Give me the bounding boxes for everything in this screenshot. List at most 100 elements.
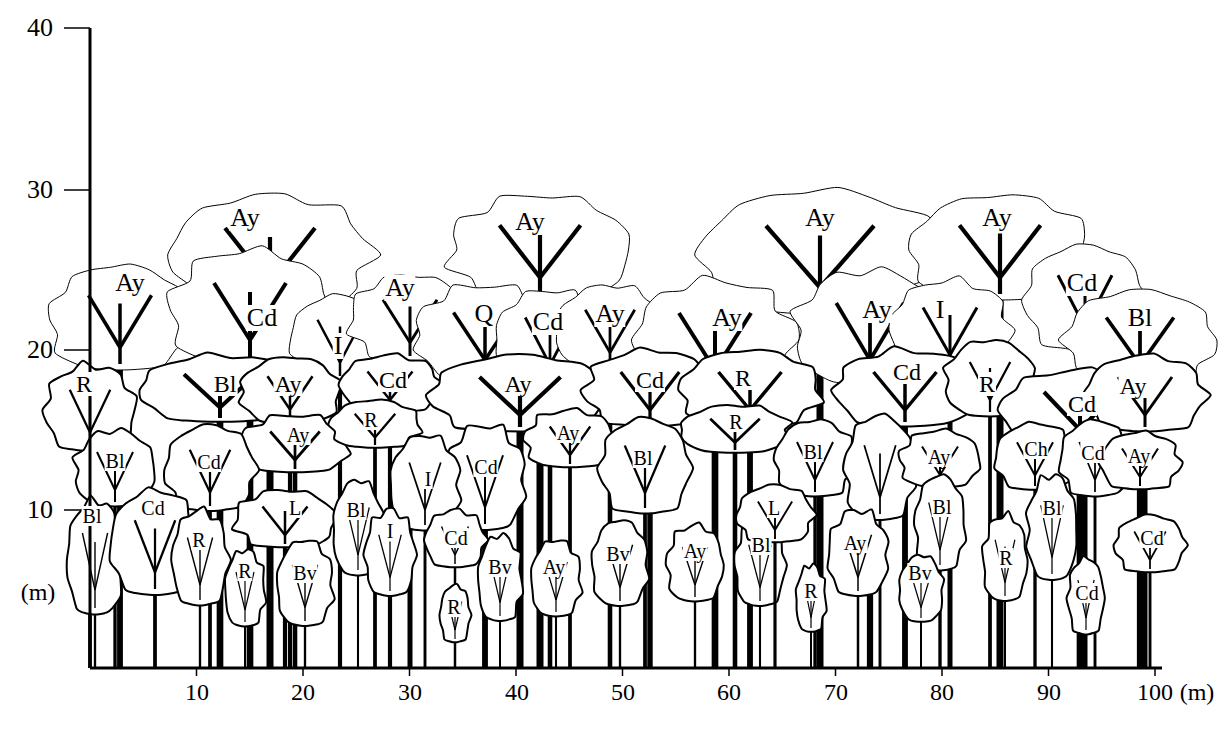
tree bbox=[1114, 514, 1188, 668]
species-label: Ay bbox=[861, 297, 892, 323]
trunk bbox=[773, 530, 776, 668]
species-label: R bbox=[998, 548, 1013, 568]
crown-outline bbox=[439, 584, 471, 642]
tree bbox=[695, 187, 945, 668]
branch bbox=[939, 510, 940, 565]
species-label: Ay bbox=[1127, 446, 1152, 466]
species-label: Ay bbox=[1118, 374, 1147, 398]
crown-outline bbox=[424, 509, 488, 568]
axis-label: 20 bbox=[290, 680, 316, 704]
crown-outline bbox=[1114, 514, 1188, 572]
axis-label: 90 bbox=[1036, 680, 1062, 704]
branch bbox=[214, 283, 250, 340]
species-label: Cd bbox=[1139, 528, 1164, 548]
species-label: Ay bbox=[229, 205, 260, 231]
axis-label: 20 bbox=[26, 337, 54, 363]
branch bbox=[118, 304, 122, 365]
tree bbox=[592, 520, 650, 668]
tick bbox=[64, 27, 90, 29]
crown-outline bbox=[363, 508, 417, 596]
crown-outline bbox=[225, 549, 266, 626]
species-label: Cd bbox=[378, 368, 408, 392]
branch bbox=[70, 390, 90, 433]
tree bbox=[899, 555, 944, 668]
crown-outline bbox=[478, 533, 523, 621]
tick bbox=[1154, 668, 1156, 676]
tree bbox=[982, 511, 1028, 668]
branch bbox=[90, 390, 110, 433]
tree bbox=[1083, 353, 1211, 668]
branch bbox=[379, 535, 390, 578]
species-label: R bbox=[978, 372, 996, 396]
tick bbox=[835, 668, 837, 676]
species-label: Ay bbox=[514, 209, 545, 235]
axis-label: 10 bbox=[26, 497, 54, 523]
species-label: Bl bbox=[346, 500, 367, 520]
species-label: Cd bbox=[1067, 392, 1097, 416]
species-label: Bl bbox=[82, 506, 103, 526]
tree bbox=[232, 490, 336, 668]
species-label: Cd bbox=[140, 498, 165, 518]
species-label: Bl bbox=[105, 451, 126, 471]
species-label: R bbox=[803, 581, 818, 601]
species-label: Bv bbox=[292, 563, 317, 583]
trunk bbox=[1149, 560, 1152, 668]
branch bbox=[766, 226, 820, 288]
branch bbox=[383, 300, 410, 343]
species-label: Bl bbox=[751, 535, 772, 555]
tree bbox=[478, 533, 523, 668]
crown-outline bbox=[531, 540, 583, 616]
species-label: I bbox=[386, 521, 395, 541]
crown-outline bbox=[277, 541, 335, 626]
species-label: Cd bbox=[473, 457, 498, 477]
branch bbox=[94, 542, 95, 608]
crown-outline bbox=[1067, 556, 1105, 634]
crown-outline bbox=[232, 490, 336, 547]
branch bbox=[879, 454, 881, 515]
axis-label: 40 bbox=[26, 15, 54, 41]
species-label: Ay bbox=[114, 270, 145, 296]
axis-label: 70 bbox=[823, 680, 849, 704]
branch bbox=[1051, 514, 1052, 575]
species-label: R bbox=[237, 561, 252, 581]
species-label: I bbox=[333, 333, 344, 359]
species-label: Bl bbox=[213, 372, 238, 396]
species-label: Cd bbox=[635, 368, 665, 392]
crown-outline bbox=[899, 555, 944, 622]
crown-outline bbox=[827, 509, 888, 595]
crown-outline bbox=[1083, 353, 1211, 431]
species-label: Ay bbox=[843, 533, 868, 553]
species-label: Cd bbox=[443, 528, 468, 548]
species-label: Cd bbox=[246, 305, 278, 331]
crown-outline bbox=[736, 484, 816, 542]
tree bbox=[363, 508, 417, 668]
species-label: Ch bbox=[1023, 439, 1048, 459]
species-label: Bv bbox=[487, 557, 512, 577]
branch bbox=[903, 378, 907, 422]
branch bbox=[357, 515, 358, 570]
species-label: Ay bbox=[286, 425, 311, 445]
branch bbox=[135, 520, 155, 572]
crown-outline bbox=[1098, 430, 1182, 489]
tree bbox=[225, 549, 266, 668]
species-label: R bbox=[446, 597, 461, 617]
species-label: L bbox=[288, 498, 302, 518]
crown-outline bbox=[1026, 474, 1077, 580]
species-label: Ay bbox=[711, 305, 742, 331]
species-label: R bbox=[191, 530, 206, 550]
axis-label: 40 bbox=[504, 680, 530, 704]
species-label: Bl bbox=[1127, 305, 1154, 331]
tree bbox=[171, 506, 231, 668]
species-label: Cd bbox=[1080, 443, 1105, 463]
species-label: R bbox=[75, 372, 93, 396]
species-label: Cd bbox=[892, 360, 922, 384]
species-label: Cd bbox=[1074, 583, 1099, 603]
species-label: L bbox=[767, 498, 781, 518]
species-label: Bl bbox=[803, 442, 824, 462]
species-label: R bbox=[734, 366, 752, 390]
crown-outline bbox=[239, 357, 342, 424]
crown-outline bbox=[982, 511, 1028, 601]
species-label: R bbox=[363, 410, 378, 430]
axis-label: 100 bbox=[1136, 680, 1174, 704]
